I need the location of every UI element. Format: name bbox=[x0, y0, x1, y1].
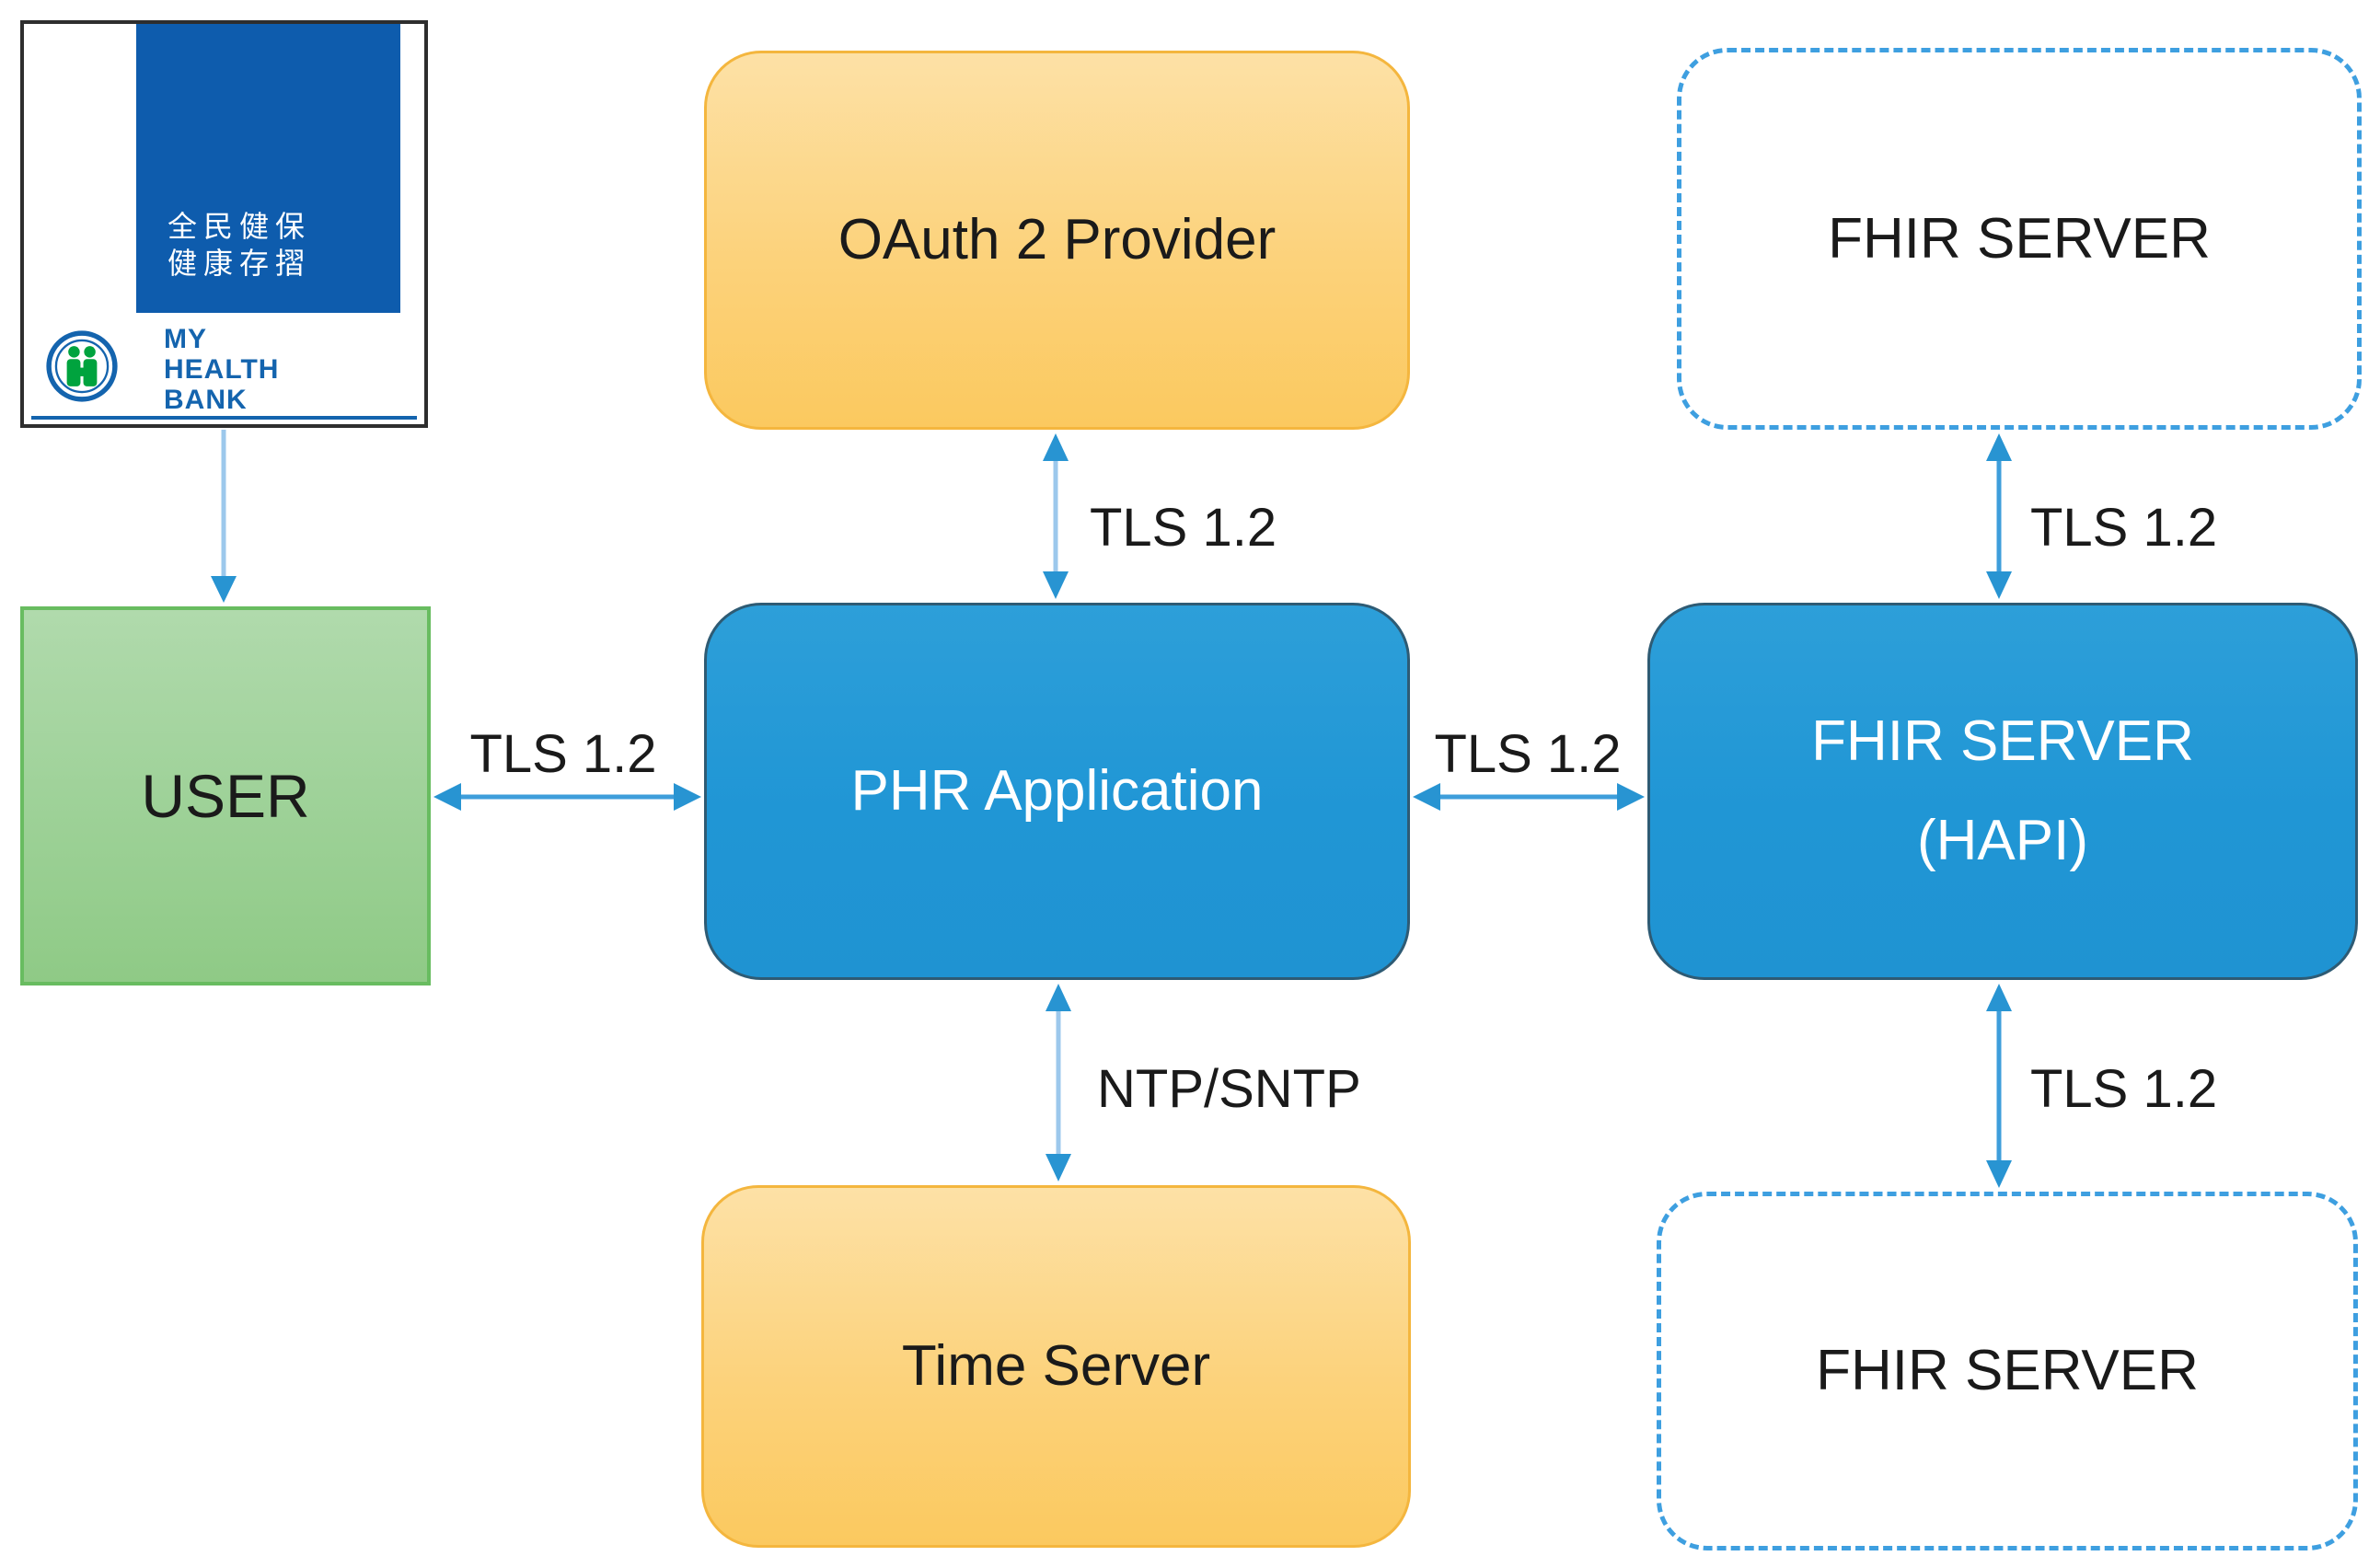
node-fhir-server-hapi: FHIR SERVER (HAPI) bbox=[1647, 603, 2358, 980]
arrow-logo-to-user bbox=[211, 430, 237, 603]
arrow-fhirtop-hapi bbox=[1986, 433, 2012, 599]
logo-chinese-line2: 健康存摺 bbox=[168, 247, 312, 280]
node-fhir-server-bottom-label: FHIR SERVER bbox=[1816, 1339, 2199, 1403]
logo-bottom-rule bbox=[31, 416, 417, 420]
logo-brand-line2: HEALTH bbox=[164, 354, 280, 385]
node-fhir-server-hapi-line2: (HAPI) bbox=[1917, 809, 2088, 872]
arrow-user-phr bbox=[433, 783, 701, 811]
node-fhir-server-bottom: FHIR SERVER bbox=[1657, 1192, 2358, 1550]
node-fhir-server-top: FHIR SERVER bbox=[1677, 48, 2362, 430]
label-phr-time-ntp: NTP/SNTP bbox=[1097, 1059, 1361, 1119]
logo-blue-panel: 全民健保 健康存摺 bbox=[136, 24, 400, 313]
arrow-oauth-phr bbox=[1043, 433, 1069, 599]
label-oauth-phr-tls: TLS 1.2 bbox=[1090, 498, 1277, 558]
node-phr-application: PHR Application bbox=[704, 603, 1410, 980]
node-oauth2-provider-label: OAuth 2 Provider bbox=[838, 208, 1277, 272]
health-bank-emblem-icon bbox=[46, 330, 118, 402]
node-oauth2-provider: OAuth 2 Provider bbox=[704, 51, 1410, 430]
label-fhirtop-hapi-tls: TLS 1.2 bbox=[2030, 498, 2218, 558]
arrow-hapi-fhirbottom bbox=[1986, 984, 2012, 1188]
node-user-label: USER bbox=[141, 761, 310, 830]
node-fhir-server-top-label: FHIR SERVER bbox=[1828, 206, 2211, 271]
my-health-bank-logo: 全民健保 健康存摺 MY HEALTH BANK bbox=[20, 20, 428, 428]
logo-brand-line3: BANK bbox=[164, 385, 248, 415]
node-time-server: Time Server bbox=[701, 1185, 1411, 1548]
logo-chinese-line1: 全民健保 bbox=[168, 210, 312, 243]
node-phr-application-label: PHR Application bbox=[850, 759, 1264, 824]
node-fhir-server-hapi-line1: FHIR SERVER bbox=[1811, 709, 2194, 773]
arrow-phr-time bbox=[1046, 984, 1071, 1181]
node-user: USER bbox=[20, 606, 431, 985]
arrow-phr-hapi bbox=[1413, 783, 1645, 811]
logo-brand-line1: MY bbox=[164, 324, 207, 354]
logo-brand-text: MY HEALTH BANK bbox=[164, 324, 279, 415]
node-time-server-label: Time Server bbox=[901, 1334, 1211, 1399]
label-phr-hapi-tls: TLS 1.2 bbox=[1434, 724, 1622, 784]
label-hapi-fhirbottom-tls: TLS 1.2 bbox=[2030, 1059, 2218, 1119]
label-user-phr-tls: TLS 1.2 bbox=[469, 724, 657, 784]
node-fhir-server-hapi-label: FHIR SERVER (HAPI) bbox=[1811, 692, 2194, 892]
